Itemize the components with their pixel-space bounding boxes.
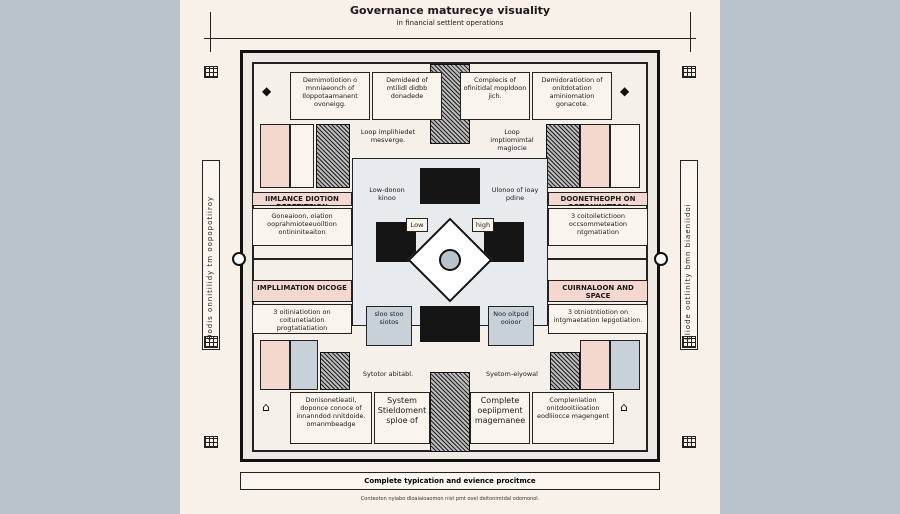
right-side-label: Lliode ootlinity bmn biaeniidoi [684,203,692,340]
bottom-box-1: Donisonetieatil, doponce conoce of innan… [290,392,372,444]
bottom-axis-bar [430,372,470,452]
upper-note-left: Loop implihiedet mesverge. [360,128,416,144]
dimension-tick [690,12,691,52]
mid-right-body: 3 coitoiletictioon occsommeteation ntgma… [548,208,648,246]
left-side-label: Oodis onnitilidy tm oopopotiiroy [206,195,214,340]
mid-left-body: Goneaioon, oiation ooprahmioteeuoiltion … [252,208,352,246]
high-label: high [472,218,494,232]
right-hatch-cell [546,124,580,188]
grid-icon [682,336,696,348]
diagram-subtitle: in financial settlent operations [396,19,504,27]
building-icon: ⌂ [620,400,628,414]
footer-banner: Complete typication and evience procitmc… [240,472,660,490]
cube-icon: ◆ [262,84,272,98]
top-box-3: Complecis of ofinitidal mopldoon jich. [460,72,530,120]
upper-note-right: Loop imptiomimtal magiocie [490,128,534,152]
footnote: Conteoton nyiabo dloaiaioaomon nist pmt … [360,496,540,502]
top-box-2: Demideed of mtilidl didbb donadede [372,72,442,120]
center-block-bottom [420,306,480,342]
grid-icon [682,436,696,448]
bottom-box-4: Compleniation onitdooitiioation eodliioc… [532,392,614,444]
center-circle [439,249,461,271]
center-left-label: Low-donon kinoo [369,186,405,202]
dimension-line [204,38,696,39]
grid-icon [204,66,218,78]
axis-node [232,252,246,266]
bottom-note-left: Sytotor abitabl. [362,370,414,378]
low-label: Low [406,218,428,232]
lower-right-title: Cuirnaloon and space [548,280,648,302]
grid-icon [204,436,218,448]
left-lower-hatch [320,352,350,390]
left-index-cell [290,124,314,188]
left-lower-cell [260,340,290,390]
bottom-box-2: System Stieldoment sploe of [374,392,430,444]
axis-node [654,252,668,266]
left-lower-cell [290,340,318,390]
left-side-panel [202,160,220,350]
bottom-box-3: Complete oepiipment magemanee [470,392,530,444]
left-index-cell [260,124,290,188]
lower-note-left: sloo stoo siotos [366,306,412,346]
top-box-1: Demimotiotion o mnniaeonch of Iloppotaam… [290,72,370,120]
right-index-cell [580,124,610,188]
lower-note-right: Noo oitpod ooioor [488,306,534,346]
grid-icon [204,336,218,348]
right-lower-cell [610,340,640,390]
left-hatch-cell [316,124,350,188]
dimension-tick [210,12,211,52]
bottom-note-right: Syetom-eiyowal [486,370,538,378]
diagram-title: Governance maturecye visuality [349,4,551,17]
mid-left-title: Iimlance diotion depetiteion [252,192,352,206]
right-lower-hatch [550,352,580,390]
center-block-top [420,168,480,204]
grid-icon [682,66,696,78]
center-right-label: Ulonoo of ioay pdine [491,186,539,202]
right-side-panel [680,160,698,350]
right-index-cell [610,124,640,188]
top-box-4: Demidoratiotion of onitdotation aminioma… [532,72,612,120]
cube-icon: ◆ [620,84,630,98]
lower-left-title: Impllimation dicoge [252,280,352,302]
building-icon: ⌂ [262,400,270,414]
lower-right-body: 3 otniotntiotion on intgmaetation lepgot… [548,304,648,334]
lower-left-body: 3 oitiniatiotion on coitunetiation progt… [252,304,352,334]
right-lower-cell [580,340,610,390]
diagram-sheet: Governance maturecye visuality in financ… [180,0,720,514]
mid-right-title: Doonetheoph on gotoniniteon [548,192,648,206]
